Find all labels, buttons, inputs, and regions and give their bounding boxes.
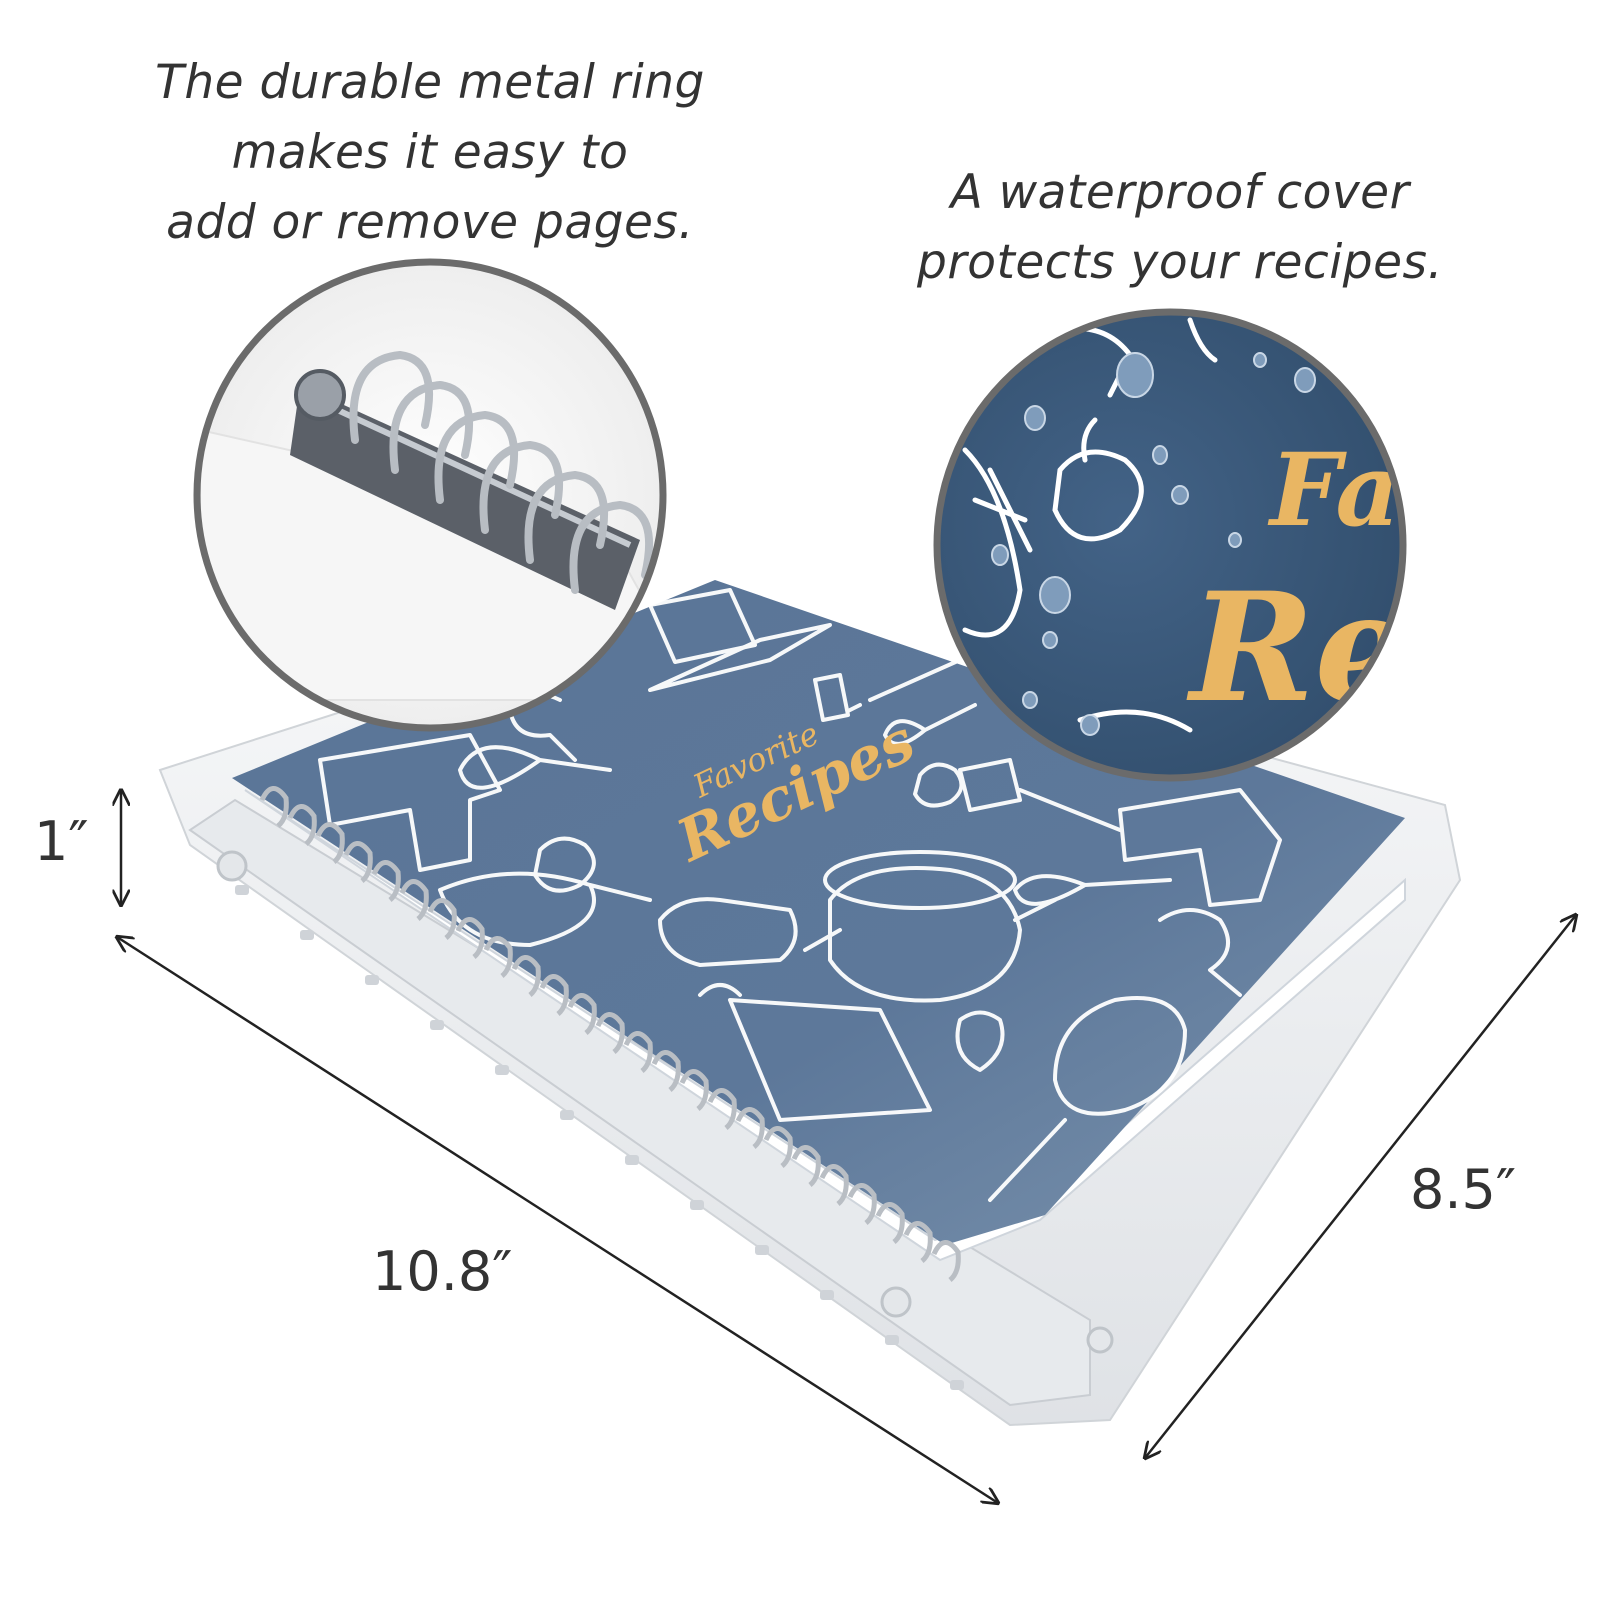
water-droplet (1080, 714, 1100, 736)
caption-line: protects your recipes. (917, 235, 1443, 290)
water-droplet (1171, 485, 1189, 505)
binder-hole (690, 1200, 704, 1210)
spiral-coil (343, 841, 373, 883)
ring-clasp (294, 369, 346, 421)
water-droplet (1228, 532, 1242, 548)
metal-rings (349, 350, 654, 594)
ring-feature-caption: The durable metal ring makes it easy to … (150, 48, 710, 258)
dimension-arrows (117, 790, 1576, 1503)
binder-hole (820, 1290, 834, 1300)
whisk-icon-2 (1013, 874, 1172, 906)
binder-hole (755, 1245, 769, 1255)
water-droplet (1116, 352, 1154, 398)
height-label: 1″ (34, 810, 89, 873)
binder-rivet (216, 850, 248, 882)
metal-ring (569, 500, 654, 594)
water-droplet (1024, 405, 1046, 431)
strainer-icon (438, 871, 652, 947)
binder-hole (885, 1335, 899, 1345)
water-droplet (1152, 445, 1168, 465)
binder-hole (365, 975, 379, 985)
spatula-icon (958, 758, 1122, 832)
knife-icon (648, 623, 832, 692)
salt-shaker-icon (813, 673, 850, 722)
length-arrow (117, 937, 998, 1503)
water-droplet (991, 544, 1009, 566)
ring-spine-highlight (303, 392, 632, 548)
spiral-coil (399, 879, 429, 921)
spiral-coil (315, 822, 345, 864)
whisk-icon (458, 745, 612, 790)
ring-spine-bar (290, 385, 640, 610)
binder-hole (625, 1155, 639, 1165)
water-droplet (1022, 691, 1038, 709)
spiral-coil (259, 786, 289, 828)
binder-rivet (880, 1286, 912, 1318)
spiral-coil (287, 804, 317, 846)
spiral-coil (371, 860, 401, 902)
caption-line: add or remove pages. (166, 195, 694, 250)
mixer-icon (318, 733, 502, 872)
water-droplet (1253, 352, 1267, 368)
water-droplet (1042, 631, 1058, 649)
caption-line: The durable metal ring (155, 55, 705, 110)
water-droplets (991, 352, 1316, 736)
water-droplet (1294, 367, 1316, 393)
binder-hole (495, 1065, 509, 1075)
waterproof-detail-circle: Fa Re (933, 308, 1407, 782)
binder-hole (430, 1020, 444, 1030)
mixer-right-icon (1118, 788, 1282, 907)
binder-hole (560, 1110, 574, 1120)
pepper-icon (533, 836, 596, 893)
water-droplet (1039, 576, 1071, 614)
pot-rim-icon (823, 850, 1017, 910)
ring-detail-circle (193, 258, 667, 732)
zoom-title-top: Fa (1267, 431, 1400, 549)
width-label: 8.5″ (1410, 1158, 1517, 1221)
zoom-pepper-icon (1052, 417, 1144, 542)
zoom-strainer-icon (962, 447, 1033, 638)
width-arrow (1145, 915, 1576, 1458)
caption-line: A waterproof cover (950, 165, 1410, 220)
binder-rivet (1086, 1326, 1114, 1354)
caption-line: makes it easy to (231, 125, 629, 180)
grater-icon (648, 588, 757, 664)
binder-hole (950, 1380, 964, 1390)
whisk-small-icon (883, 703, 977, 746)
binder-hole (300, 930, 314, 940)
spiral-coil (427, 898, 457, 940)
cover-feature-caption: A waterproof cover protects your recipes… (900, 158, 1460, 298)
length-label: 10.8″ (372, 1240, 513, 1303)
binder-hole (235, 885, 249, 895)
pepper-icon-2 (913, 762, 964, 808)
